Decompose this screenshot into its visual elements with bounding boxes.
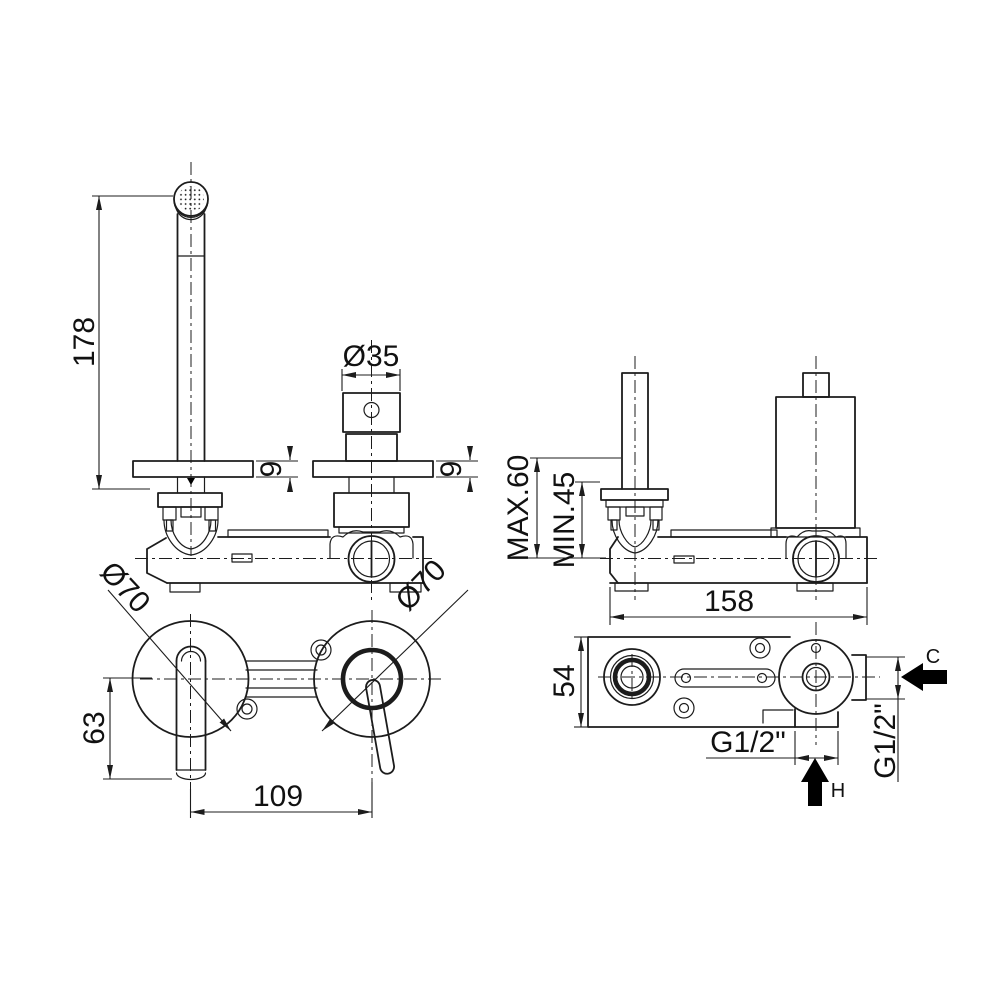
handle xyxy=(342,392,401,462)
handle-wall-flange xyxy=(312,460,434,478)
plan-ear-right xyxy=(310,639,332,661)
plan-ear-left xyxy=(236,698,258,720)
dim-center-distance: 109 xyxy=(189,780,373,818)
dim-min-depth: MIN.45 xyxy=(548,472,600,569)
dim-text-9-spout: 9 xyxy=(255,461,288,478)
plan-body-bars xyxy=(245,660,318,698)
dim-spout-projection: 63 xyxy=(78,677,172,780)
dim-handle-diameter: Ø35 xyxy=(341,340,401,391)
spout-column xyxy=(176,213,206,462)
flange-center-mark xyxy=(187,478,195,485)
dim-hot-thread: G1/2" xyxy=(706,726,839,765)
front-body xyxy=(135,529,432,593)
hot-arrow-icon xyxy=(801,758,829,806)
dim-text-min45: MIN.45 xyxy=(548,472,581,569)
dim-spout-height: 178 xyxy=(68,195,173,490)
cold-arrow-icon xyxy=(901,663,947,691)
rough-in-view: 54 G1/2" G1/2" C H xyxy=(548,622,947,806)
dim-text-g12-cold: G1/2" xyxy=(869,703,902,779)
spout-wall-flange xyxy=(132,460,254,478)
hot-label: H xyxy=(831,780,845,802)
dim-text-9-handle: 9 xyxy=(435,461,468,478)
handle-lever xyxy=(365,679,395,775)
dim-text-158: 158 xyxy=(704,585,754,618)
valve-body-circle xyxy=(778,639,854,715)
plan-spout-trim xyxy=(131,620,258,781)
rough-valve-center xyxy=(801,642,831,692)
cold-inlet-indicator: C xyxy=(901,646,947,691)
dim-body-height: 54 xyxy=(548,636,590,728)
dim-body-length: 158 xyxy=(609,585,868,625)
hot-inlet-indicator: H xyxy=(801,758,845,806)
rough-ear-top xyxy=(749,637,771,659)
rough-body xyxy=(587,636,867,728)
rough-ear-bottom xyxy=(673,697,695,719)
rough-outlet xyxy=(603,648,661,706)
side-body xyxy=(600,529,880,592)
dim-max-depth: MAX.60 xyxy=(502,455,621,562)
dim-cold-thread: G1/2" xyxy=(866,656,905,782)
rough-bracket xyxy=(673,637,776,719)
front-view: 178 9 Ø35 9 xyxy=(68,162,478,600)
rough-top-hole xyxy=(810,642,822,654)
plan-handle-trim xyxy=(310,620,431,775)
dim-text-g12-hot: G1/2" xyxy=(710,726,786,759)
spout-aerator xyxy=(173,181,209,221)
dim-spout-flange: 9 xyxy=(255,446,298,492)
cold-label: C xyxy=(926,646,940,668)
dim-text-max60: MAX.60 xyxy=(502,455,535,562)
handle-mounting-block xyxy=(333,476,410,534)
side-view: MAX.60 MIN.45 158 xyxy=(502,356,880,625)
dim-handle-flange: 9 xyxy=(435,446,478,492)
spout-mounting-block xyxy=(157,476,223,556)
side-cartridge xyxy=(770,372,861,538)
dim-text-63: 63 xyxy=(78,711,111,744)
side-spout-column xyxy=(600,372,669,554)
dim-text-54: 54 xyxy=(548,664,581,697)
dim-text-d35: Ø35 xyxy=(343,340,400,373)
dim-text-178: 178 xyxy=(68,317,101,367)
dim-text-109: 109 xyxy=(253,780,303,813)
handle-screw-hole xyxy=(363,401,380,419)
